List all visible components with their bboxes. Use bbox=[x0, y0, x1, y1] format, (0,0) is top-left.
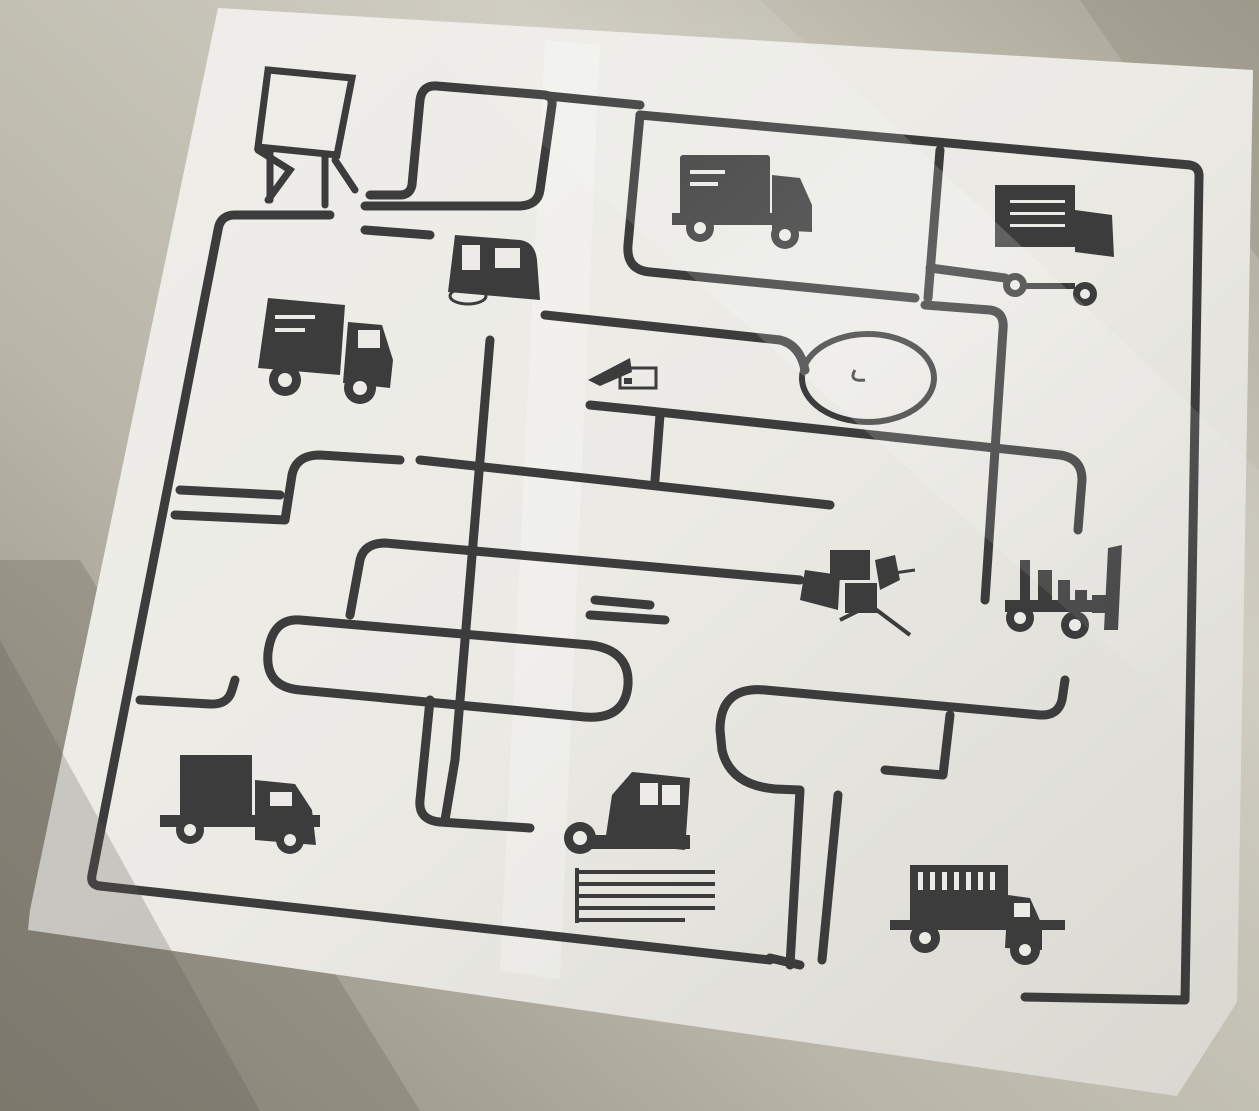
maze-path bbox=[595, 600, 650, 605]
maze-path bbox=[180, 490, 280, 495]
maze-path bbox=[655, 415, 660, 480]
maze-path bbox=[590, 615, 665, 620]
maze-path bbox=[365, 230, 430, 235]
